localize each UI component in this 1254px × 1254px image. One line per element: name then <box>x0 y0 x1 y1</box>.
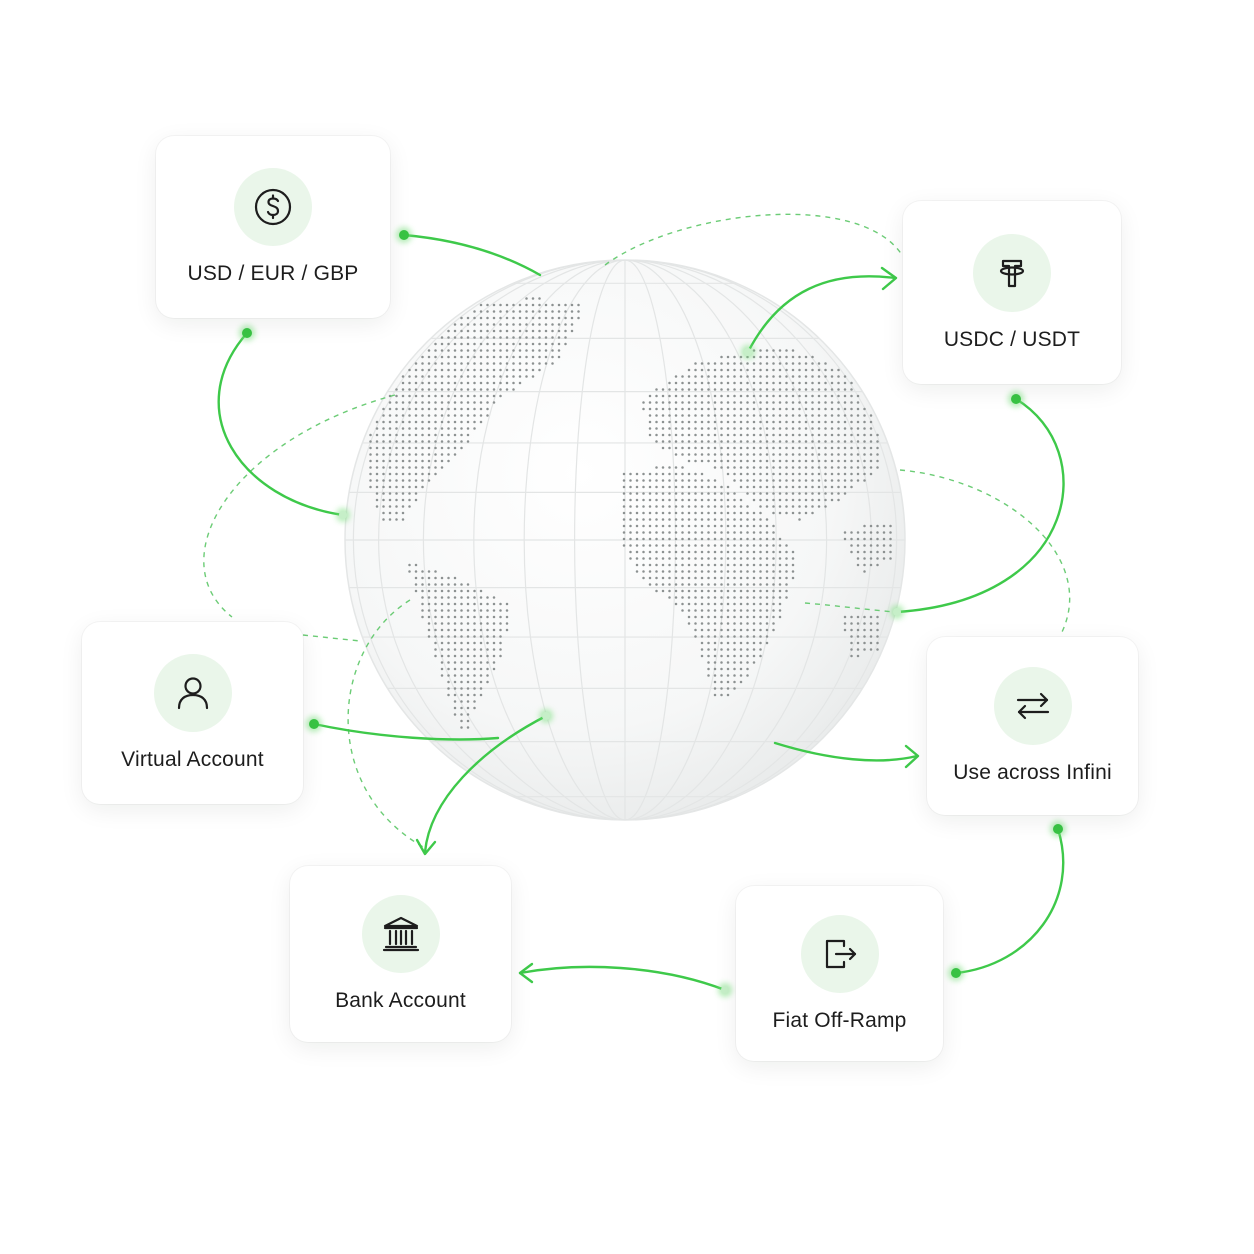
arrow-globe-to-bank <box>423 714 548 854</box>
orbit-right-low <box>804 602 896 613</box>
swap-arrows-icon <box>993 667 1072 745</box>
arrow-usd-down <box>217 331 345 517</box>
arrowhead-usdc <box>880 266 898 291</box>
orbit-top <box>604 213 903 266</box>
arrow-globe-to-use <box>773 741 919 762</box>
dashed-orbits <box>203 213 1071 849</box>
flow-arrows <box>217 233 1065 992</box>
arrowhead-bank-right <box>518 962 534 984</box>
node-virtual-account: Virtual Account <box>82 622 303 804</box>
tether-icon <box>973 233 1051 312</box>
exit-arrow-icon <box>800 914 879 993</box>
orbit-left <box>203 394 396 618</box>
node-use-across-infini: Use across Infini <box>927 637 1138 815</box>
orbit-virtual-mid <box>302 634 361 642</box>
arrow-fiat-to-bank <box>518 965 727 992</box>
arrow-usd-to-globe <box>402 233 542 277</box>
endpoint-dots <box>239 227 1066 997</box>
arrow-use-to-fiat <box>954 827 1065 975</box>
arrow-usdc-down <box>895 397 1065 614</box>
arrow-globe-to-usdc <box>746 275 897 354</box>
arrow-virtual-to-globe <box>312 722 500 741</box>
node-label: USD / EUR / GBP <box>187 262 359 285</box>
node-label: Virtual Account <box>121 748 264 771</box>
arrowhead-use <box>904 744 920 769</box>
orbit-right <box>899 469 1071 637</box>
node-label: Fiat Off-Ramp <box>772 1008 907 1032</box>
node-fiat-off-ramp: Fiat Off-Ramp <box>736 886 943 1061</box>
node-usd-eur-gbp: USD / EUR / GBP <box>156 136 390 318</box>
dollar-coin-icon <box>234 168 312 246</box>
node-bank-account: Bank Account <box>290 866 511 1042</box>
globe <box>344 259 906 821</box>
node-label: Use across Infini <box>953 761 1112 784</box>
orbit-left-to-bank <box>347 599 426 849</box>
bank-icon <box>361 895 440 973</box>
node-label: USDC / USDT <box>943 327 1081 351</box>
arrowhead-bank <box>415 838 437 856</box>
user-icon <box>153 654 232 732</box>
node-label: Bank Account <box>335 989 466 1012</box>
node-usdc-usdt: USDC / USDT <box>903 201 1121 384</box>
